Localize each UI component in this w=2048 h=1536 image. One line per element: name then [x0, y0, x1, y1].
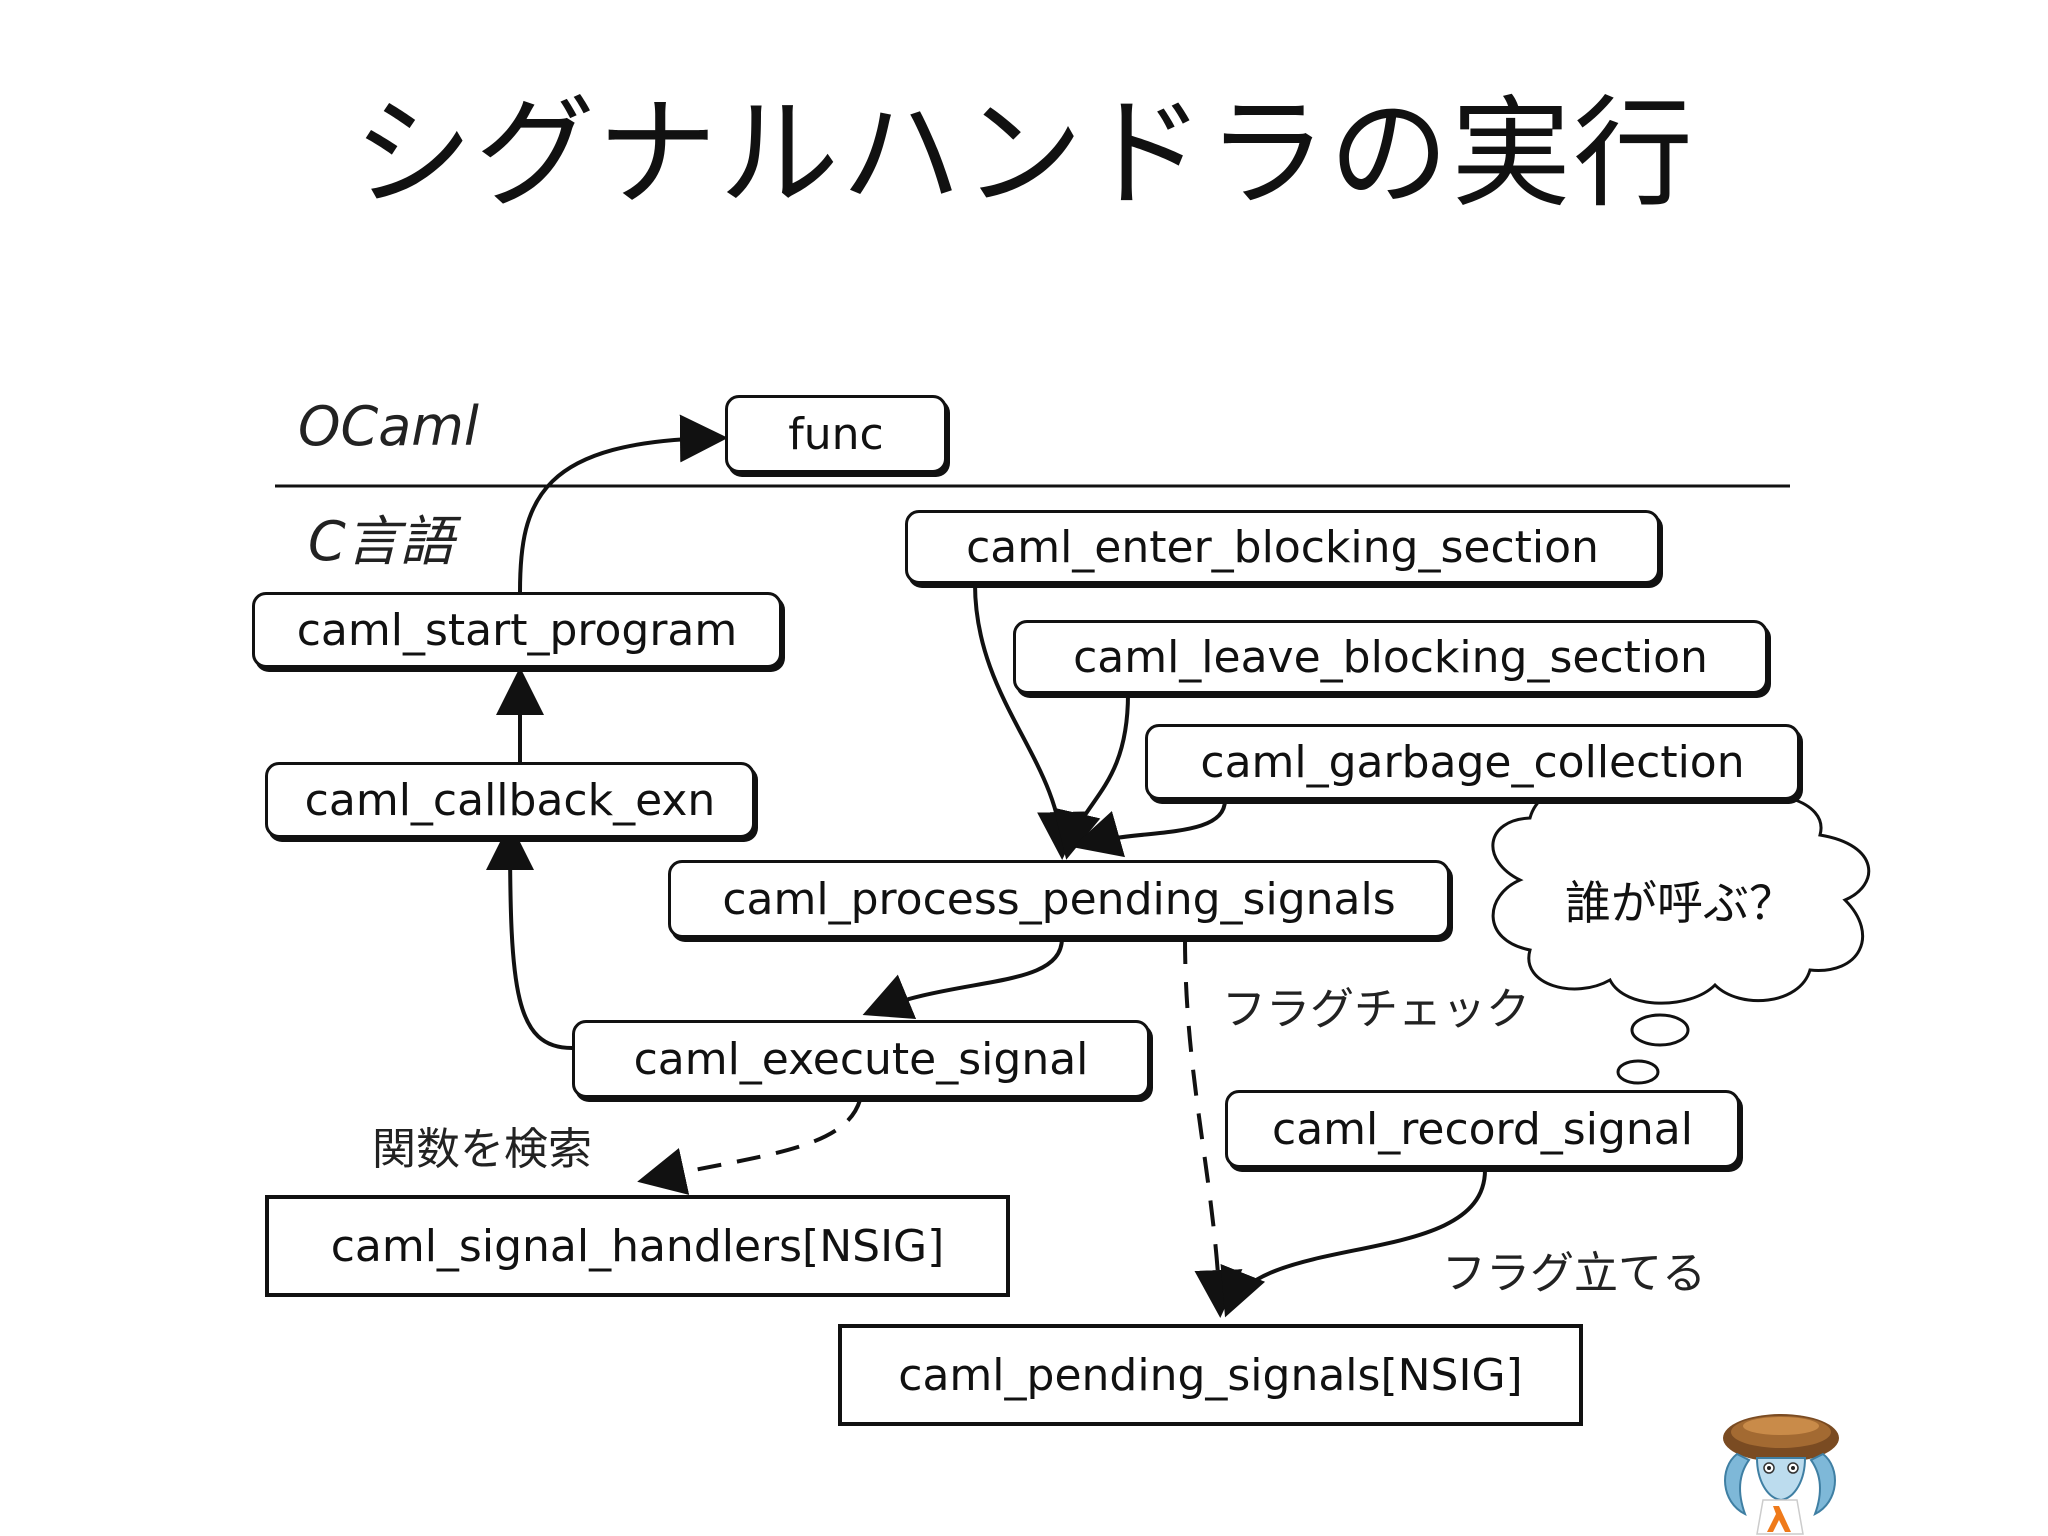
- caml-garbage-collection-node: caml_garbage_collection: [1145, 724, 1800, 800]
- thought-bubble-large: [1630, 1013, 1690, 1047]
- thought-bubble-medium: [1616, 1059, 1660, 1085]
- camel-mascot-logo: [1723, 1414, 1839, 1535]
- caml-start-program-node: caml_start_program: [252, 592, 782, 668]
- arrow-leave-blocking-to-process: [1053, 693, 1130, 860]
- caml-callback-exn-node: caml_callback_exn: [265, 762, 755, 838]
- search-function-note: 関数を検索: [372, 1124, 592, 1175]
- set-flag-note: フラグ立てる: [1442, 1248, 1706, 1299]
- caml-record-signal-node: caml_record_signal: [1225, 1090, 1740, 1168]
- caml-execute-signal-node: caml_execute_signal: [572, 1020, 1150, 1098]
- caml-leave-blocking-section-node: caml_leave_blocking_section: [1013, 620, 1768, 694]
- arrow-execute-to-handlers: [637, 1099, 862, 1195]
- page-title: シグナルハンドラの実行: [353, 85, 1695, 224]
- ocaml-layer-label: OCaml: [298, 395, 479, 458]
- caml-enter-blocking-section-node: caml_enter_blocking_section: [905, 510, 1660, 584]
- caml-process-pending-signals-node: caml_process_pending_signals: [668, 860, 1450, 938]
- flag-check-note: フラグチェック: [1222, 984, 1530, 1035]
- func-node: func: [725, 395, 947, 473]
- caml-signal-handlers-node: caml_signal_handlers[NSIG]: [265, 1195, 1010, 1297]
- arrow-process-to-pending-flags: [1183, 937, 1243, 1318]
- who-calls-note: 誰が呼ぶ？: [1565, 876, 1795, 930]
- arrow-process-to-execute: [862, 937, 1064, 1020]
- arrow-record-to-pending-flags: [1220, 1169, 1487, 1318]
- arrow-execute-to-callback: [486, 822, 573, 1050]
- arrow-start-program-to-func: [518, 414, 728, 593]
- caml-pending-signals-node: caml_pending_signals[NSIG]: [838, 1324, 1583, 1426]
- arrow-gc-to-process: [1072, 799, 1227, 858]
- c-layer-label: C言語: [308, 510, 454, 573]
